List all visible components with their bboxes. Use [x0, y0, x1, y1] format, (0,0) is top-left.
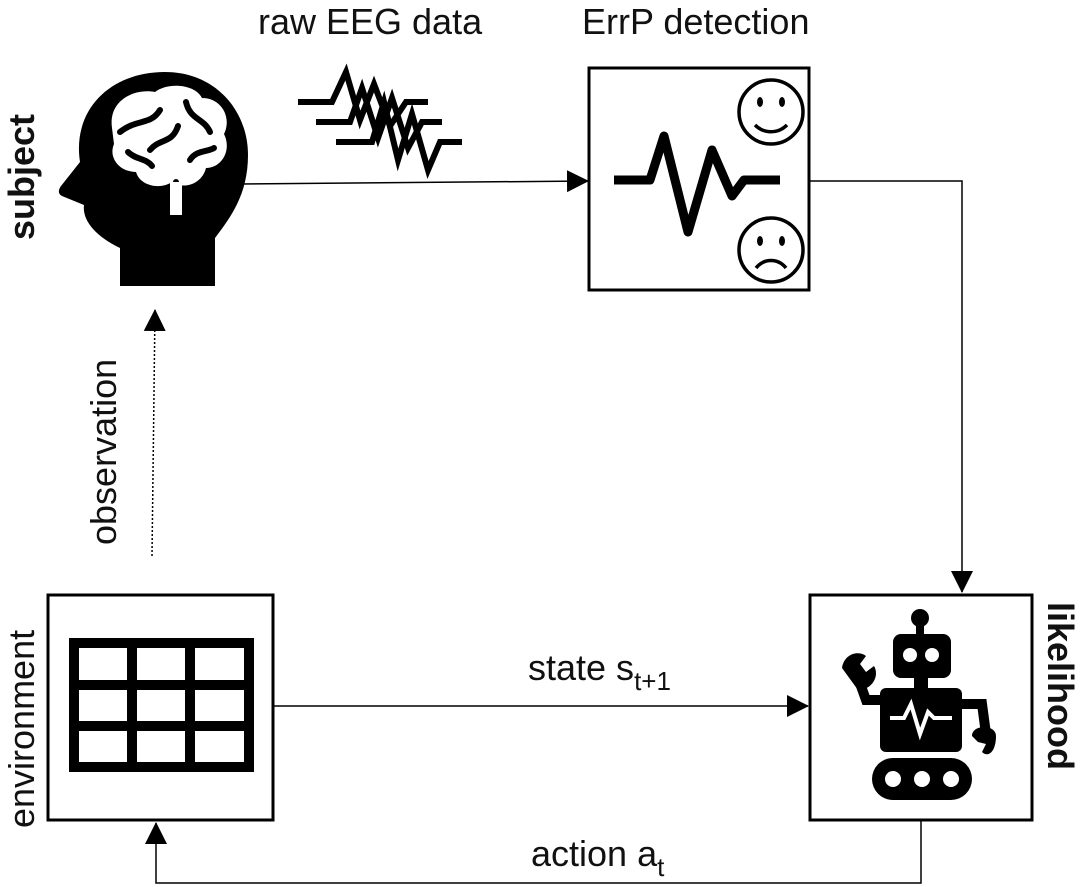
grid-world-icon	[69, 638, 254, 772]
state-label: state st+1	[528, 647, 671, 696]
observation-arrow	[143, 309, 166, 557]
environment-label: environment	[1, 629, 42, 828]
eeg-arrow	[239, 170, 589, 193]
subject-label: subject	[1, 113, 42, 240]
errp-signal-icon	[614, 131, 780, 237]
errp-to-agent-arrow	[809, 180, 973, 593]
observation-label: observation	[83, 358, 124, 545]
head-brain-icon	[58, 72, 249, 286]
state-subscript: t+1	[634, 666, 671, 696]
action-arrow	[145, 820, 922, 884]
eeg-waves-icon	[298, 63, 462, 179]
raw-eeg-label: raw EEG data	[258, 1, 483, 42]
action-text: action a	[531, 833, 658, 874]
sad-face-icon	[737, 216, 805, 284]
action-subscript: t	[657, 852, 665, 882]
action-label: action at	[531, 833, 665, 882]
errp-detection-label: ErrP detection	[582, 1, 810, 42]
smiley-icon	[737, 78, 805, 146]
state-text: state s	[528, 647, 635, 688]
likelihood-label: likelihood	[1040, 602, 1081, 771]
robot-icon	[842, 609, 996, 800]
environment-box	[46, 593, 275, 822]
